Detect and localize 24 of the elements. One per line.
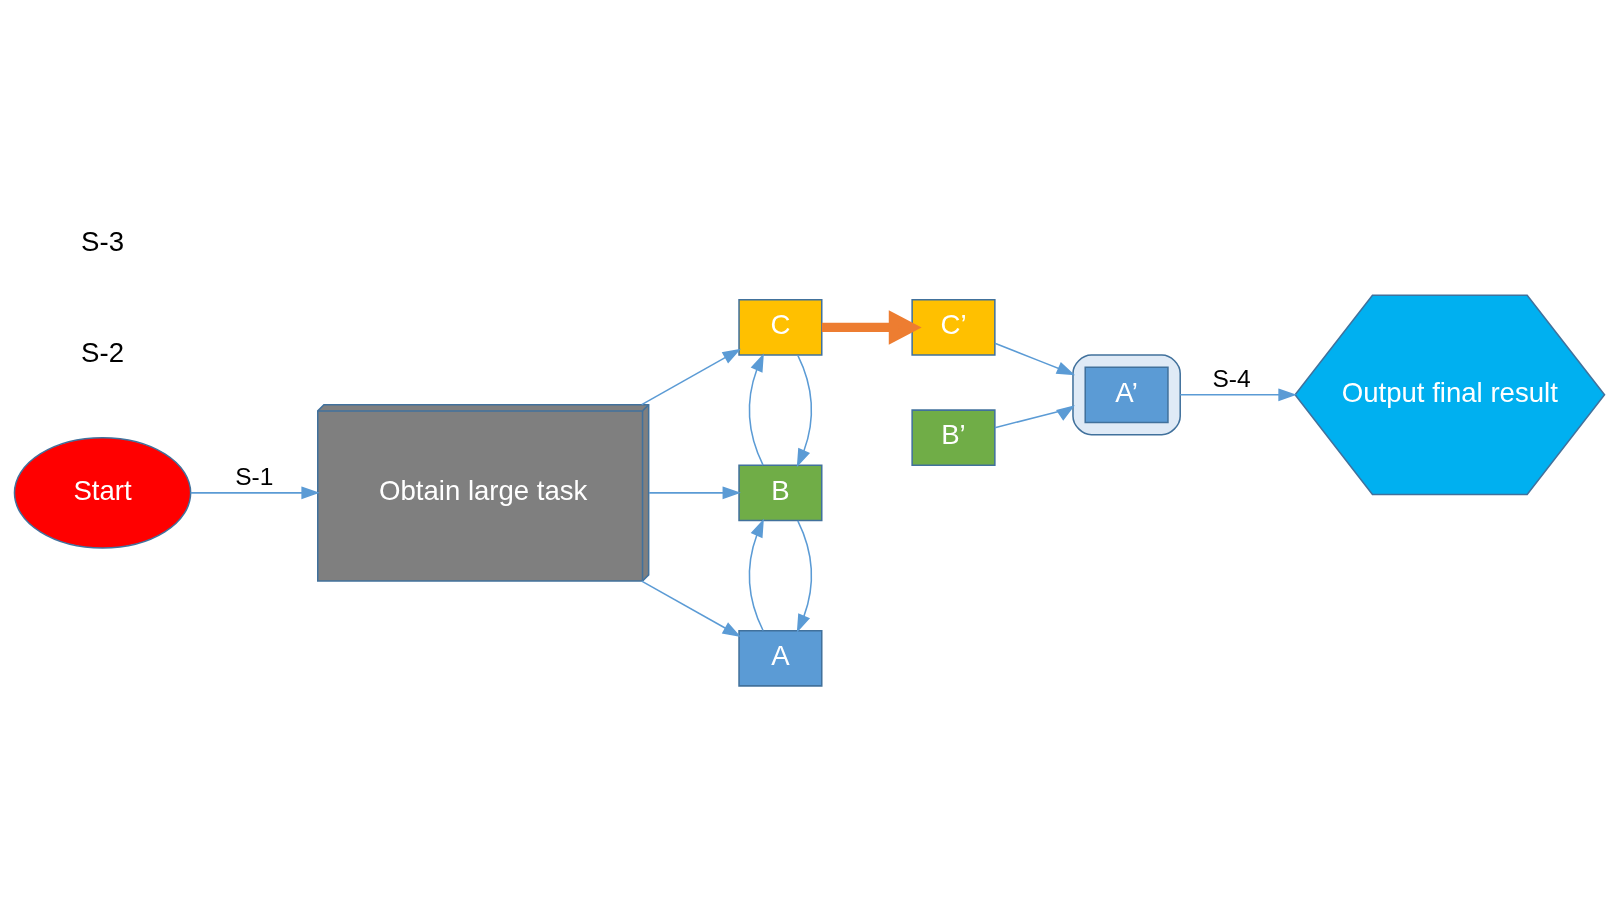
node-box: B: [738, 464, 823, 522]
node-box: B’: [911, 409, 996, 467]
node-box: C’: [911, 299, 996, 356]
cluster: [1072, 354, 1181, 436]
arrow: [640, 348, 741, 406]
node-box: A’: [1084, 366, 1169, 424]
node-box: A: [738, 629, 823, 687]
arrow: [748, 518, 764, 632]
label: S-2: [81, 336, 125, 368]
label: S-3: [81, 226, 125, 258]
arrow: [821, 310, 922, 345]
arrow: [994, 342, 1076, 376]
arrow: [1179, 388, 1297, 402]
edge-label: S-1: [235, 462, 274, 490]
arrow: [994, 405, 1075, 429]
node-box: C: [738, 299, 823, 356]
arrow: [748, 353, 764, 466]
arrow: [796, 354, 813, 468]
arrow: [640, 580, 741, 637]
node-ellipse: Start: [13, 436, 192, 549]
arrow: [648, 486, 741, 500]
edge-label: S-4: [1212, 364, 1251, 392]
arrow: [796, 520, 813, 633]
arrow: [189, 486, 320, 500]
